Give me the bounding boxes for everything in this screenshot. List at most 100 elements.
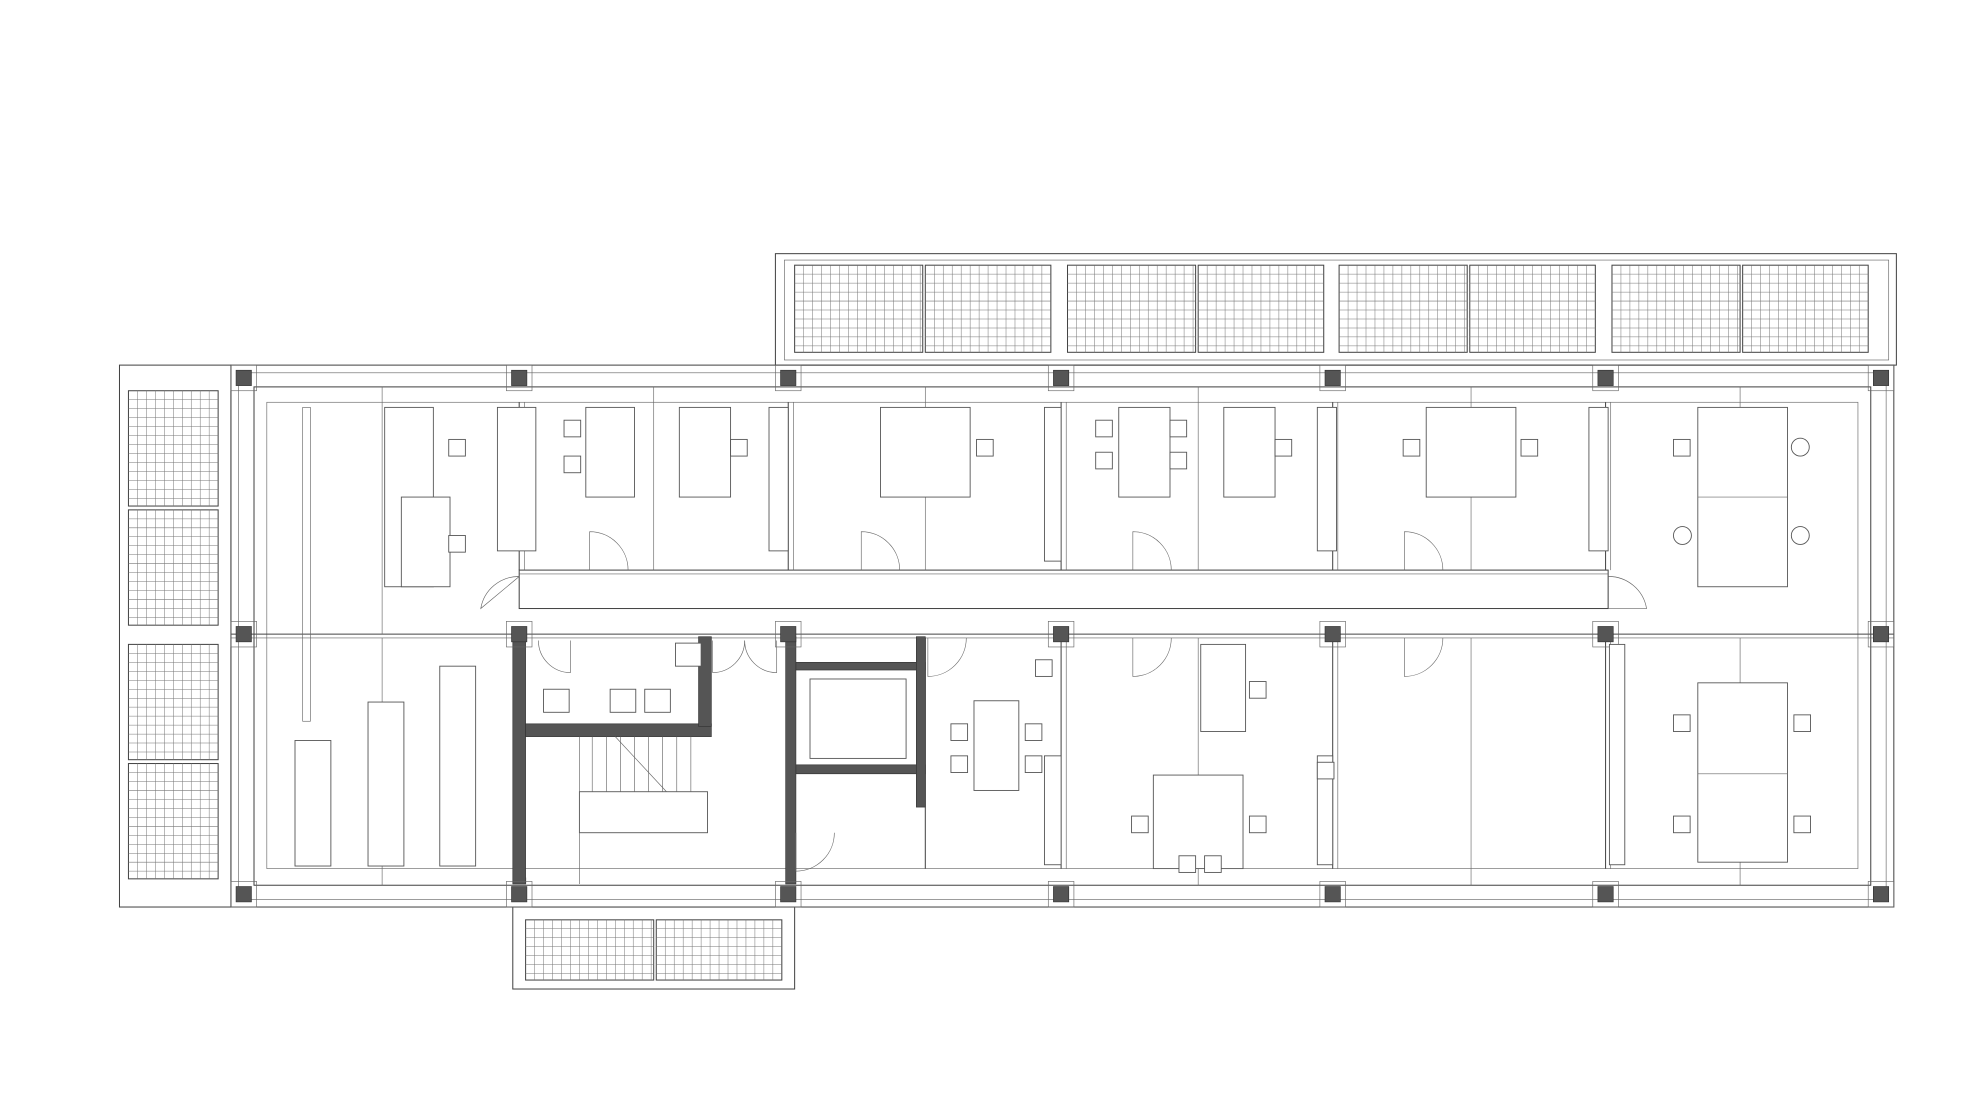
chair: [1520, 438, 1539, 457]
stair-cut-line: [615, 736, 667, 792]
door-swing: [795, 832, 835, 872]
column: [1873, 886, 1890, 903]
door-swing: [744, 640, 778, 673]
chair: [1169, 419, 1188, 438]
desk: [1608, 643, 1626, 866]
column: [235, 369, 252, 386]
elevator-wall-west: [785, 636, 797, 885]
column-base: [1047, 621, 1075, 648]
stair-treads: [579, 736, 692, 884]
column: [1873, 369, 1890, 386]
desk: [1200, 643, 1247, 732]
round-chair: [1790, 437, 1810, 457]
column: [511, 886, 528, 903]
balcony-north-inner: [784, 259, 1890, 361]
door-swing: [1404, 531, 1444, 571]
chair: [950, 723, 969, 741]
column: [1324, 886, 1341, 903]
column-base: [1047, 881, 1075, 908]
column-base: [1319, 621, 1346, 648]
door-swing: [1608, 576, 1647, 609]
furniture: [294, 406, 1811, 873]
desk: [973, 700, 1020, 791]
balcony-grating-panel: [525, 919, 655, 981]
balconies: [118, 253, 1897, 990]
chair: [1248, 815, 1267, 834]
stair-landing: [578, 791, 708, 834]
elevator-wall-b: [795, 764, 926, 775]
desk: [1316, 406, 1337, 552]
chair: [1024, 755, 1043, 773]
column-base: [775, 881, 802, 908]
chair: [950, 755, 969, 773]
toilet-fixture: [609, 688, 637, 713]
toilet-fixture: [675, 642, 702, 667]
column: [780, 369, 797, 386]
chair: [976, 438, 994, 457]
desk: [768, 406, 789, 552]
column: [235, 886, 252, 903]
desk: [1223, 406, 1276, 498]
chair: [1673, 815, 1691, 834]
column: [511, 369, 528, 386]
column-base: [506, 881, 533, 908]
desk: [880, 406, 971, 498]
balcony-grating-panel: [1611, 264, 1741, 353]
column: [1053, 886, 1070, 903]
column-base: [506, 621, 533, 648]
column: [1324, 369, 1341, 386]
desk: [678, 406, 732, 498]
column: [1597, 886, 1614, 903]
door-swing: [480, 576, 520, 610]
balcony-grating-panel: [1338, 264, 1468, 353]
structural-columns: [230, 364, 1895, 908]
door-swing: [589, 531, 629, 571]
elevator-car: [809, 678, 907, 759]
desk: [496, 406, 537, 552]
desk: [1118, 406, 1171, 498]
desk: [1152, 774, 1244, 870]
chair: [1204, 855, 1222, 873]
chair: [1673, 714, 1691, 732]
chair: [1169, 451, 1188, 470]
column: [235, 626, 252, 643]
stair-wall-east: [698, 636, 712, 727]
toilet-fixture: [644, 688, 671, 713]
chair: [448, 535, 466, 553]
chair: [448, 438, 466, 457]
desk: [1697, 682, 1788, 863]
round-chair: [1673, 526, 1692, 545]
chair: [1793, 815, 1811, 834]
chair: [1274, 438, 1293, 457]
chair: [1793, 714, 1811, 732]
column-base: [1592, 621, 1619, 648]
balcony-grating-panel: [794, 264, 924, 353]
column-base: [230, 881, 257, 908]
column: [1324, 626, 1341, 643]
chair: [1095, 451, 1113, 470]
column: [511, 626, 528, 643]
column: [780, 886, 797, 903]
chair: [1024, 723, 1043, 741]
stair-wall-north: [525, 723, 712, 737]
column-base: [775, 364, 802, 392]
chair: [730, 438, 748, 457]
balcony-grating-panel: [1066, 264, 1197, 353]
column-base: [230, 621, 257, 648]
column: [780, 626, 797, 643]
chair: [1178, 855, 1197, 873]
door-swing: [1132, 531, 1172, 571]
column: [1873, 626, 1890, 643]
desk: [1588, 406, 1609, 552]
door-swing: [860, 531, 901, 571]
door-swing: [538, 640, 571, 673]
desk: [294, 740, 332, 867]
chair: [1402, 438, 1421, 457]
column-base: [1592, 881, 1619, 908]
column-base: [1592, 364, 1619, 392]
door-swing: [1404, 637, 1444, 677]
column-base: [230, 364, 257, 392]
desk: [400, 496, 451, 588]
shelf: [302, 407, 311, 722]
round-chair: [1790, 526, 1810, 545]
